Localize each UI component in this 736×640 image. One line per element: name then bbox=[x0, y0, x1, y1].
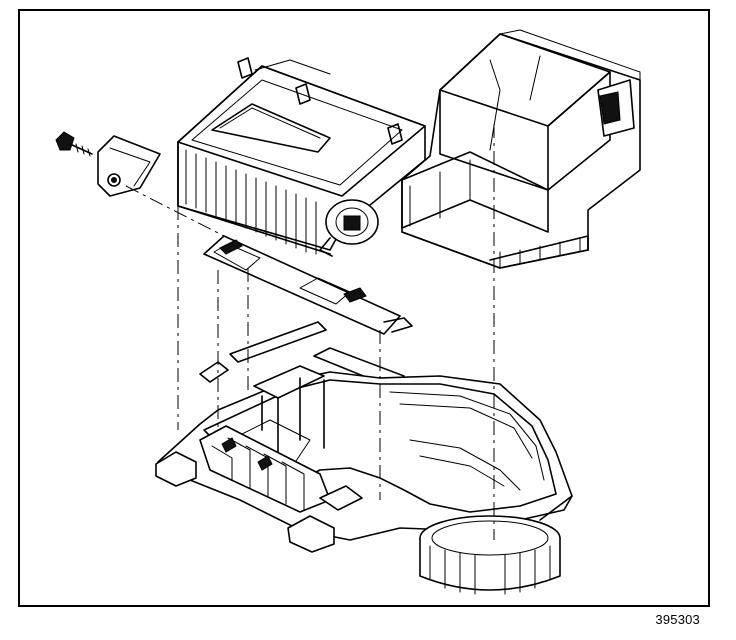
alignment-line-bracket bbox=[125, 185, 225, 237]
diagram-frame bbox=[18, 9, 710, 607]
alignment-lines bbox=[177, 124, 495, 540]
lower-case bbox=[155, 365, 573, 595]
seal-strips bbox=[199, 235, 413, 387]
figure-number: 395303 bbox=[655, 612, 700, 627]
upper-case-assembly bbox=[177, 29, 641, 269]
screw-and-bracket bbox=[55, 131, 161, 197]
